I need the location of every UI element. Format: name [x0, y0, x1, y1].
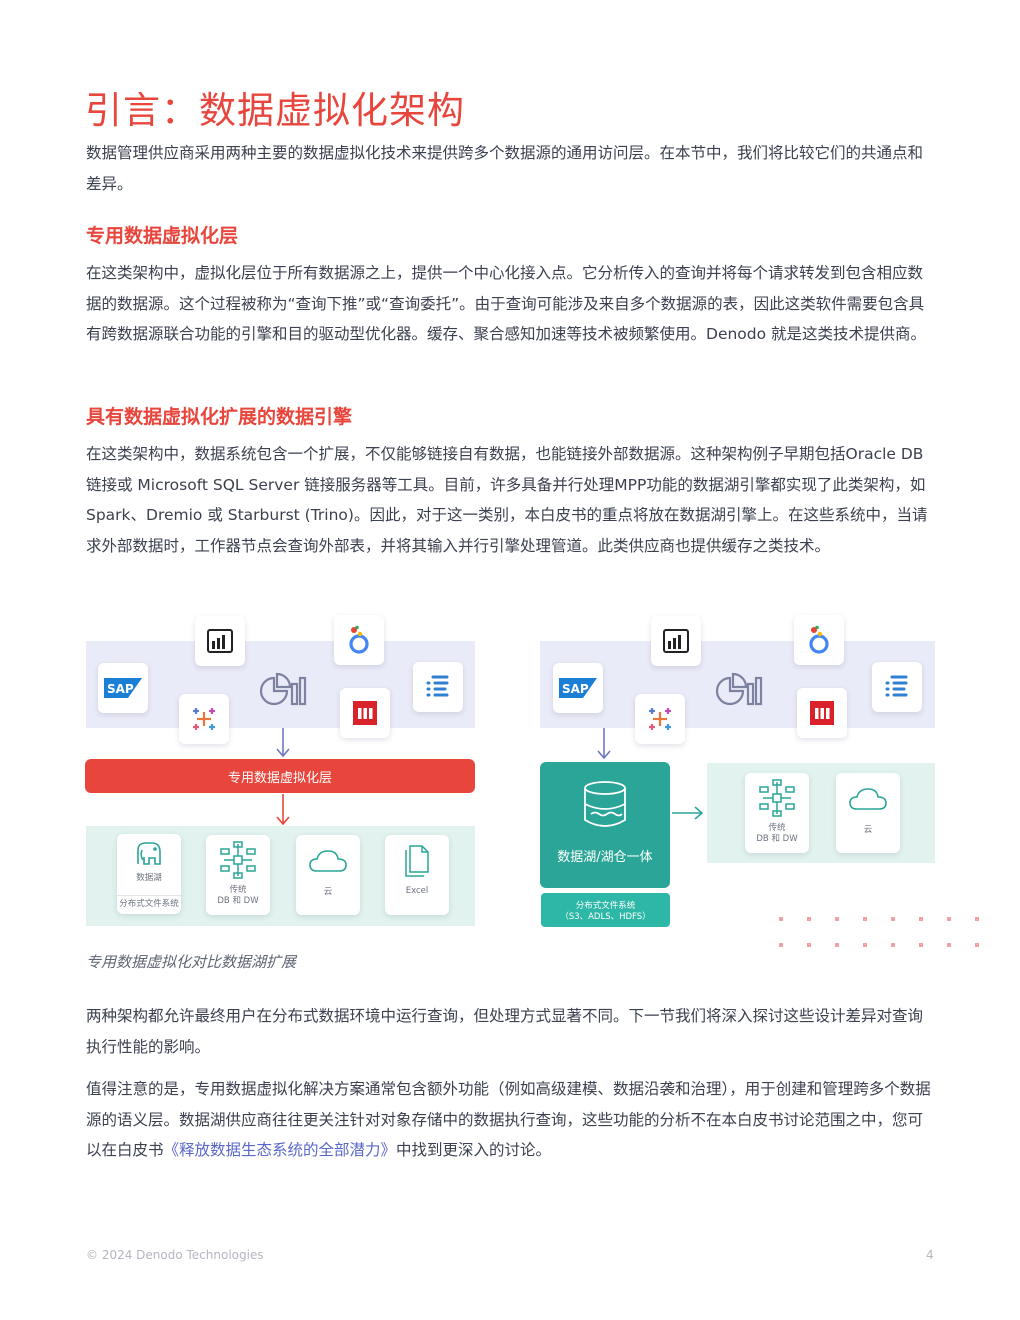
note-text-end: 中找到更深入的讨论。: [396, 1141, 552, 1159]
source-card-legacy-db: 传统 DB 和 DW: [206, 835, 270, 915]
source-sublabel: DB 和 DW: [217, 896, 259, 906]
tableau-icon: [635, 694, 685, 744]
database-network-icon: [220, 841, 256, 879]
analytics-chart-icon: [714, 670, 766, 710]
database-network-icon: [759, 779, 795, 817]
source-label: Excel: [405, 886, 429, 896]
document-stack-icon: [405, 845, 429, 877]
section-body-dedicated-layer: 在这类架构中，虚拟化层位于所有数据源之上，提供一个中心化接入点。它分析传入的查询…: [86, 264, 927, 343]
section-heading-data-engine: 具有数据虚拟化扩展的数据引擎: [86, 406, 353, 428]
source-label: 传统: [229, 885, 247, 895]
source-label: 云: [863, 825, 873, 835]
database-icon: [584, 781, 626, 827]
arrow-down-icon: [276, 728, 290, 762]
looker-icon: [334, 615, 384, 665]
whitepaper-link[interactable]: 《释放数据生态系统的全部潜力》: [163, 1141, 397, 1159]
source-card-cloud: 云: [836, 773, 900, 853]
tableau-icon: [179, 694, 229, 744]
power-bi-icon: [195, 616, 245, 666]
power-bi-icon: [651, 616, 701, 666]
analytics-chart-icon: [258, 670, 310, 710]
source-label: 数据湖: [136, 873, 162, 883]
cloud-icon: [309, 850, 347, 872]
looker-icon: [794, 615, 844, 665]
data-lake-box: 数据湖/湖仓一体: [540, 762, 670, 888]
figure-caption: 专用数据虚拟化对比数据湖扩展: [86, 953, 297, 971]
source-card-cloud: 云: [296, 835, 360, 915]
source-card-data-lake: 数据湖 分布式文件系统: [117, 834, 181, 914]
note-text: 值得注意的是，专用数据虚拟化解决方案通常包含额外功能（例如高级建模、数据沿袭和治…: [86, 1080, 931, 1159]
page-title: 引言：数据虚拟化架构: [85, 89, 465, 132]
consumer-band: [540, 641, 935, 728]
fs-sublabel: （S3、ADLS、HDFS）: [560, 912, 651, 922]
source-card-excel: Excel: [385, 835, 449, 915]
external-sources-band: [707, 763, 935, 863]
source-sublabel: 分布式文件系统: [117, 895, 181, 910]
svg-text:SAP: SAP: [562, 682, 589, 696]
page-number: 4: [926, 1248, 934, 1262]
consumer-band: [86, 641, 475, 728]
data-lake-label: 数据湖/湖仓一体: [557, 850, 653, 865]
section-body-data-engine: 在这类架构中，数据系统包含一个扩展，不仅能够链接自有数据，也能链接外部数据源。这…: [86, 445, 928, 555]
distributed-fs-box: 分布式文件系统 （S3、ADLS、HDFS）: [541, 893, 670, 927]
arrow-right-icon: [672, 805, 704, 825]
source-label: 传统: [768, 823, 786, 833]
source-label: 云: [323, 887, 333, 897]
sap-icon: SAP: [553, 663, 603, 713]
sisense-bars-icon: [872, 662, 922, 712]
note-paragraph: 值得注意的是，专用数据虚拟化解决方案通常包含额外功能（例如高级建模、数据沿袭和治…: [86, 1074, 938, 1166]
virtualization-layer-bar: 专用数据虚拟化层: [85, 759, 475, 793]
source-sublabel: DB 和 DW: [756, 834, 798, 844]
cloud-icon: [849, 788, 887, 810]
comparison-paragraph: 两种架构都允许最终用户在分布式数据环境中运行查询，但处理方式显著不同。下一节我们…: [86, 1007, 924, 1056]
arrow-down-icon: [597, 728, 611, 764]
sap-icon: SAP: [98, 663, 148, 713]
svg-text:SAP: SAP: [107, 682, 134, 696]
fs-label: 分布式文件系统: [575, 901, 636, 911]
source-card-legacy-db: 传统 DB 和 DW: [745, 773, 809, 853]
microstrategy-icon: [797, 688, 847, 738]
sisense-bars-icon: [413, 662, 463, 712]
elephant-icon: [137, 842, 161, 865]
arrow-down-red-icon: [276, 794, 290, 830]
footer-copyright: © 2024 Denodo Technologies: [86, 1248, 264, 1262]
section-heading-dedicated-layer: 专用数据虚拟化层: [86, 225, 239, 247]
intro-paragraph: 数据管理供应商采用两种主要的数据虚拟化技术来提供跨多个数据源的通用访问层。在本节…: [86, 144, 924, 193]
microstrategy-icon: [340, 688, 390, 738]
